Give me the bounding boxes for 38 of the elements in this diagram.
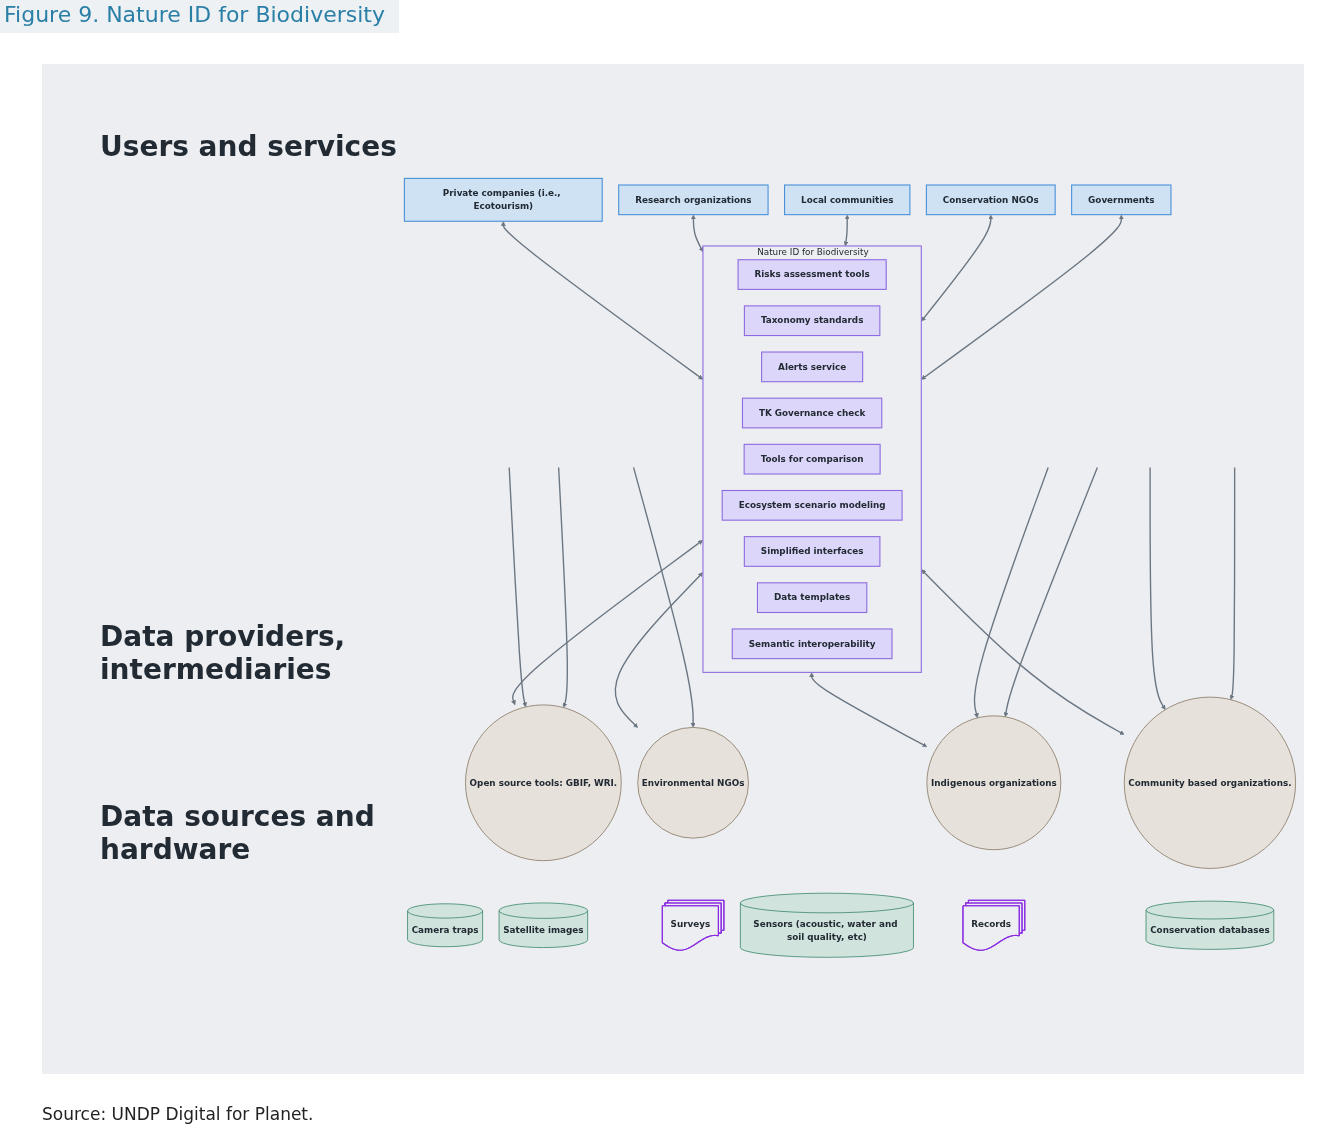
node-box: Private companies (i.e., Ecotourism) [403, 177, 603, 222]
node-box: Governments [1071, 184, 1172, 215]
arrow [508, 466, 527, 707]
node-box: Data templates [756, 581, 868, 613]
arrow [921, 568, 1125, 735]
arrow [921, 214, 1124, 380]
node-circle: Environmental NGOs [637, 726, 749, 839]
node-box: Local communities [784, 184, 911, 215]
arrow [690, 214, 704, 252]
arrow [614, 572, 703, 728]
arrow [1003, 466, 1099, 717]
arrow [921, 214, 994, 322]
row-heading: Users and services [100, 130, 398, 163]
arrow [632, 466, 696, 728]
arrow [1229, 466, 1236, 700]
node-circle: Indigenous organizations [926, 715, 1062, 850]
arrow [511, 539, 703, 705]
node-box: Simplified interfaces [743, 535, 881, 567]
row-heading: Data sources and hardware [100, 800, 376, 866]
node-box: Research organizations [618, 184, 769, 215]
node-box: TK Governance check [741, 397, 883, 429]
arrow [1149, 466, 1166, 710]
node-circle: Open source tools: GBIF, WRI. [465, 704, 622, 861]
node-box: Risks assessment tools [737, 258, 887, 290]
source-caption: Source: UNDP Digital for Planet. [42, 1104, 314, 1124]
figure-title: Figure 9. Nature ID for Biodiversity [0, 0, 399, 33]
node-box: Conservation NGOs [925, 184, 1056, 215]
arrow [557, 466, 569, 708]
row-heading: Data providers, intermediaries [100, 620, 347, 686]
arrow [973, 466, 1049, 718]
node-box: Ecosystem scenario modeling [721, 489, 903, 521]
arrow [809, 672, 928, 747]
node-box: Semantic interoperability [731, 628, 893, 659]
node-box: Alerts service [761, 351, 864, 382]
node-circle: Community based organizations. [1123, 696, 1296, 869]
node-box: Taxonomy standards [743, 304, 881, 336]
arrow [843, 214, 850, 246]
node-box: Tools for comparison [743, 443, 881, 475]
